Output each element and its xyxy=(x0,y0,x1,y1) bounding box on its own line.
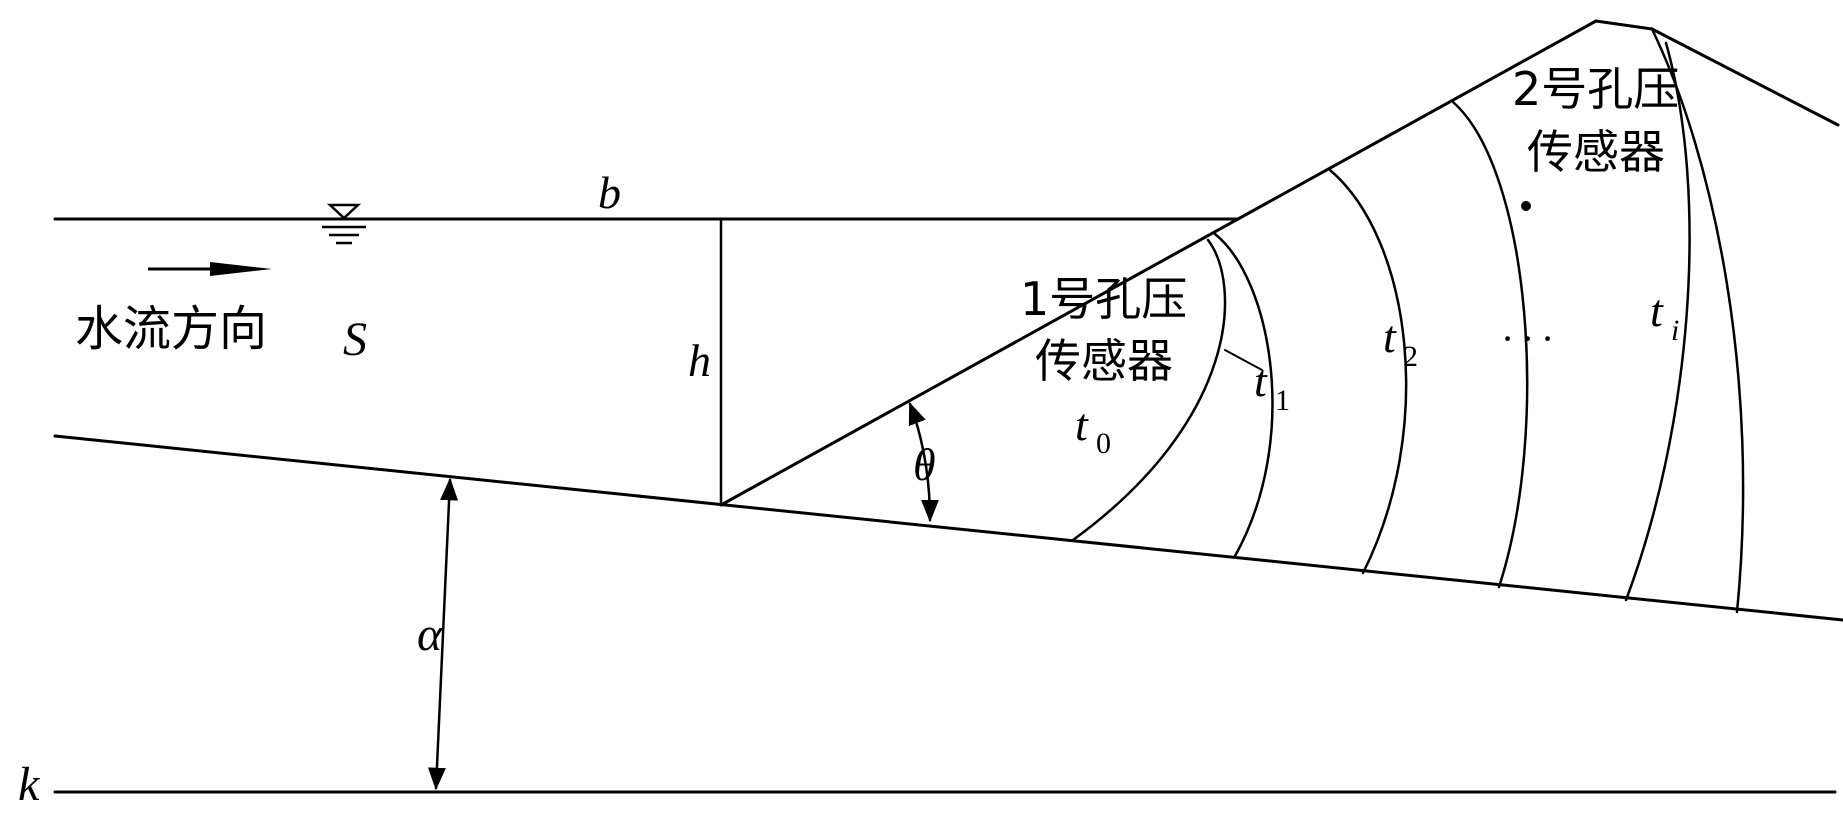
label-S: S xyxy=(343,313,367,366)
sensor-2-dot xyxy=(1521,201,1531,211)
channel-bed-line xyxy=(53,434,1843,622)
theta-angle-indicator xyxy=(908,401,939,523)
water-surface-symbol-icon xyxy=(322,203,366,245)
label-k: k xyxy=(18,758,41,811)
svg-text:i: i xyxy=(1671,314,1679,347)
label-ti: t i xyxy=(1650,285,1679,347)
seepage-front-outer xyxy=(1650,27,1745,614)
label-dots: · · · xyxy=(1502,316,1552,361)
sensor-2-label-line1: 2号孔压 xyxy=(1512,62,1679,116)
svg-text:t: t xyxy=(1383,311,1397,362)
sensor-1-label-line2: 传感器 xyxy=(1035,334,1173,388)
seepage-front-t1 xyxy=(1213,232,1274,558)
dam-downstream-face xyxy=(1650,27,1840,127)
seepage-front-t3 xyxy=(1451,100,1529,589)
seepage-front-t2 xyxy=(1328,168,1408,575)
label-h: h xyxy=(688,335,711,386)
seepage-front-t0 xyxy=(1071,238,1227,542)
sensor-1-label-line1: 1号孔压 xyxy=(1020,272,1187,326)
svg-text:1: 1 xyxy=(1275,384,1290,417)
seepage-front-ti xyxy=(1624,41,1691,602)
sensor-1-leader xyxy=(1224,349,1263,371)
alpha-dimension xyxy=(427,477,459,791)
label-theta: θ xyxy=(913,439,936,490)
svg-text:2: 2 xyxy=(1403,340,1418,373)
dam-crest xyxy=(1594,19,1654,31)
label-t2: t 2 xyxy=(1383,311,1418,373)
label-t0: t 0 xyxy=(1075,399,1111,460)
svg-text:t: t xyxy=(1075,399,1089,450)
svg-text:t: t xyxy=(1650,285,1664,336)
dam-upstream-face xyxy=(719,19,1598,507)
flow-direction-label: 水流方向 xyxy=(75,301,267,357)
sensor-2-label-line2: 传感器 xyxy=(1527,125,1665,179)
flow-direction-arrow-icon xyxy=(148,262,272,276)
label-b: b xyxy=(598,167,621,218)
label-t1: t 1 xyxy=(1254,355,1290,417)
svg-text:t: t xyxy=(1254,355,1268,406)
svg-text:0: 0 xyxy=(1096,427,1111,460)
label-alpha: α xyxy=(417,608,443,661)
